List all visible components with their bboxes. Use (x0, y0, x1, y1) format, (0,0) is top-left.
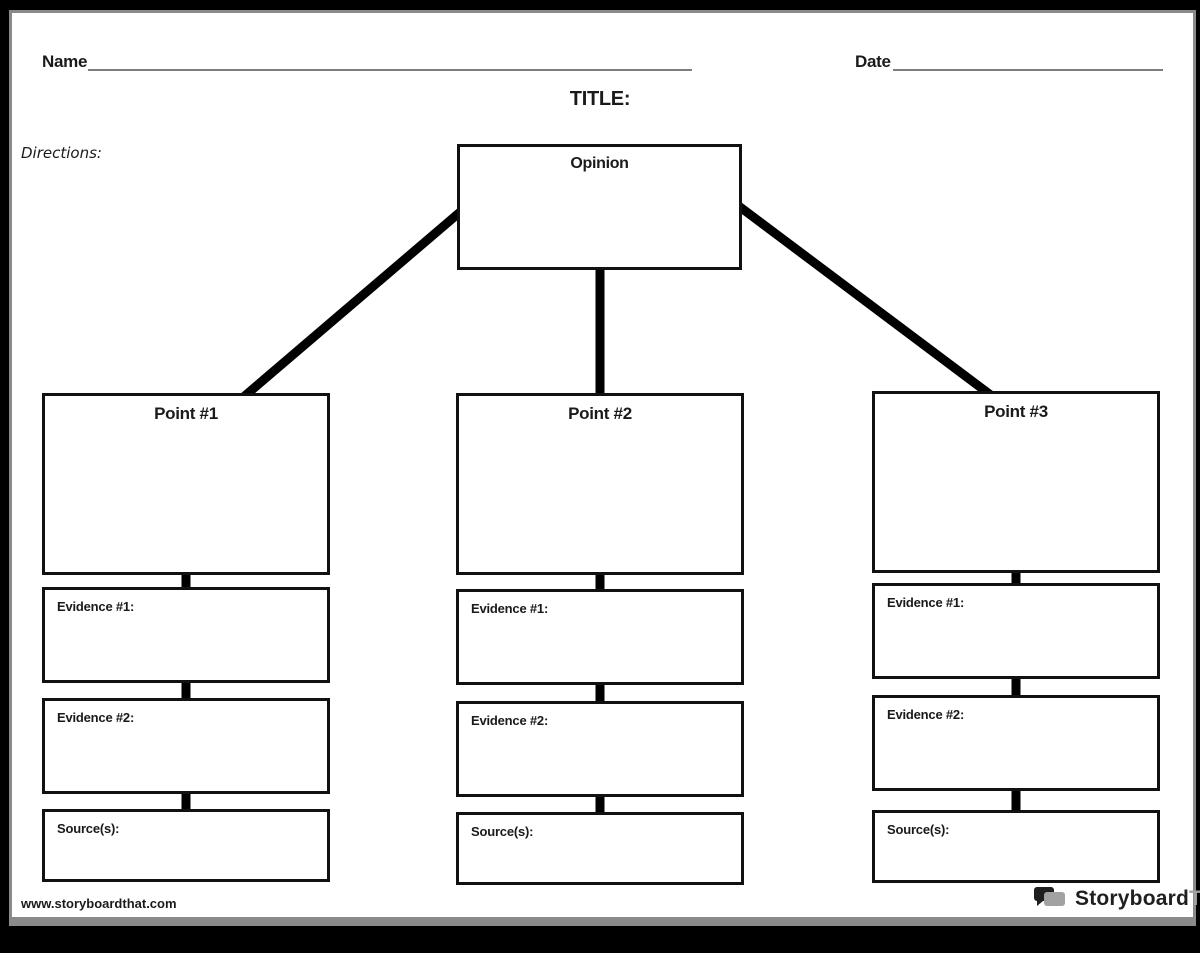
point1-box[interactable]: Point #1 (42, 393, 330, 575)
storyboardthat-logo: StoryboardThat (1033, 885, 1200, 913)
brand-wordmark-primary: Storyboard (1075, 887, 1190, 910)
directions-label: Directions: (21, 144, 102, 162)
point3-evidence2-label: Evidence #2: (887, 707, 965, 722)
point3-evidence1-label: Evidence #1: (887, 595, 965, 610)
point3-box-label: Point #3 (984, 402, 1048, 421)
point1-sources-label: Source(s): (57, 821, 120, 836)
point1-sources-box[interactable]: Source(s): (42, 809, 330, 882)
name-label: Name (42, 52, 88, 71)
point2-evidence2-label: Evidence #2: (471, 713, 549, 728)
opinion-box[interactable]: Opinion (457, 144, 742, 270)
point3-sources-label: Source(s): (887, 822, 950, 837)
point1-evidence1-box[interactable]: Evidence #1: (42, 587, 330, 683)
point2-sources-label: Source(s): (471, 824, 534, 839)
point2-evidence1-box[interactable]: Evidence #1: (456, 589, 744, 685)
point2-evidence2-box[interactable]: Evidence #2: (456, 701, 744, 797)
point3-box[interactable]: Point #3 (872, 391, 1160, 573)
point1-evidence2-label: Evidence #2: (57, 710, 135, 725)
speech-bubbles-icon (1034, 887, 1065, 906)
brand-wordmark-secondary: That (1189, 887, 1200, 910)
point3-evidence1-box[interactable]: Evidence #1: (872, 583, 1160, 679)
point2-box[interactable]: Point #2 (456, 393, 744, 575)
footer-site-url: www.storyboardthat.com (21, 896, 177, 911)
date-write-line[interactable] (893, 69, 1163, 71)
point1-evidence2-box[interactable]: Evidence #2: (42, 698, 330, 794)
date-label: Date (855, 52, 891, 71)
point2-evidence1-label: Evidence #1: (471, 601, 549, 616)
page-title: TITLE: (569, 88, 631, 110)
connector-opinion-point3 (717, 188, 1003, 406)
point3-evidence2-box[interactable]: Evidence #2: (872, 695, 1160, 791)
point3-sources-box[interactable]: Source(s): (872, 810, 1160, 883)
point2-sources-box[interactable]: Source(s): (456, 812, 744, 885)
point2-box-label: Point #2 (568, 404, 632, 423)
point1-box-label: Point #1 (154, 404, 218, 423)
brand-wordmark: StoryboardThat (1075, 887, 1200, 911)
name-write-line[interactable] (88, 69, 692, 71)
connector-opinion-point1 (237, 191, 483, 404)
opinion-box-label: Opinion (570, 155, 629, 172)
point1-evidence1-label: Evidence #1: (57, 599, 135, 614)
